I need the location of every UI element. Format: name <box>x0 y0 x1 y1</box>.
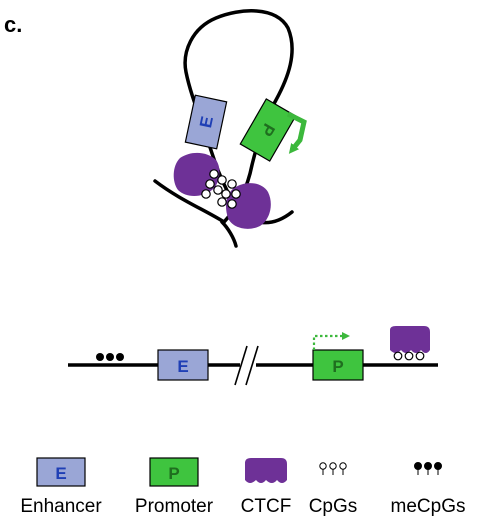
loop-cpg-circles <box>201 169 241 209</box>
linear-enhancer-letter: E <box>177 357 188 376</box>
legend-label-promoter: Promoter <box>135 496 214 517</box>
legend-label-enhancer: Enhancer <box>20 496 102 517</box>
legend-enhancer-letter: E <box>55 464 66 483</box>
legend-promoter-symbol: P <box>149 457 199 487</box>
legend-ctcf-symbol <box>245 458 287 483</box>
legend-mecpg-symbol <box>414 462 442 475</box>
panel-label: c. <box>4 12 23 37</box>
linear-promoter-letter: P <box>332 357 343 376</box>
legend: E P Enhancer Promoter CTC <box>20 457 466 517</box>
linear-ctcf <box>390 326 430 361</box>
legend-cpg-symbol <box>319 462 347 475</box>
legend-enhancer-symbol: E <box>36 457 86 487</box>
linear-break-marks <box>234 345 259 386</box>
legend-label-ctcf: CTCF <box>241 496 292 517</box>
loop-tss-arrow <box>286 111 307 154</box>
legend-label-cpgs: CpGs <box>309 496 358 517</box>
linear-dna: E P <box>68 326 438 386</box>
chromatin-loop: E P <box>153 9 307 248</box>
linear-tss-arrow <box>312 332 350 350</box>
loop-dna-crossing <box>220 220 238 248</box>
loop-promoter-box: P <box>239 98 297 162</box>
loop-enhancer-box: E <box>184 94 228 150</box>
linear-promoter-box: P <box>312 349 364 381</box>
legend-label-mecpgs: meCpGs <box>391 496 466 517</box>
linear-enhancer-box: E <box>157 349 209 381</box>
loop-enhancer-letter: E <box>196 115 217 130</box>
legend-promoter-letter: P <box>168 464 179 483</box>
linear-mecpg-dots <box>96 353 124 361</box>
